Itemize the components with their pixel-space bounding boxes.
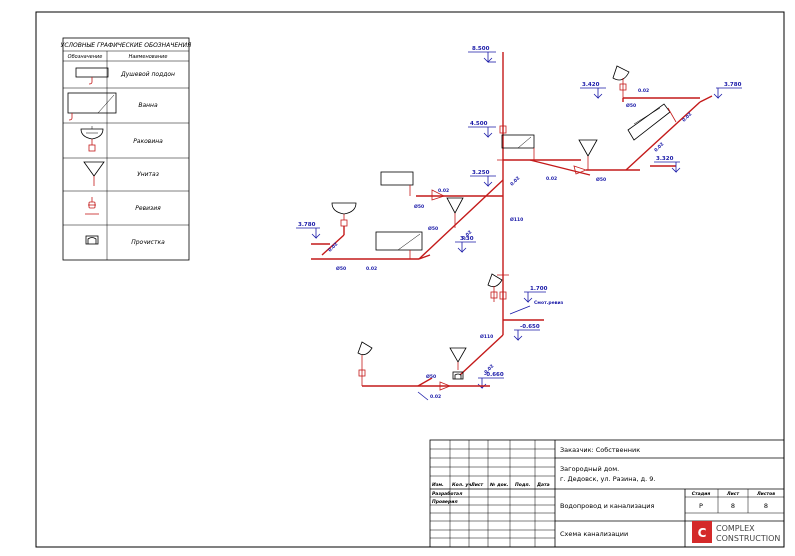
level-mark-left-end: 3.780 [296,222,321,239]
level-top-label: 8.500 [472,46,490,52]
tb-header-izm: Изм. [432,482,444,488]
cleanout-note: Смот.ревиз [534,300,564,306]
level-bath-right-label: 3.320 [656,156,674,162]
cleanout-basement [452,371,464,380]
sink-upper-right [612,65,630,98]
level-lower-revision-label: 1.700 [530,286,548,292]
company-logo-letter: C [698,526,707,540]
tb-customer: Заказчик: Собственник [560,446,640,454]
level-basement-low-label: -0.660 [484,372,504,378]
level-mark-mid: 3.250 [470,170,496,187]
bath-unit-right [627,103,677,141]
toilet-joint-center [431,189,446,201]
sink-basement [357,341,373,386]
company-logo-mark [692,521,712,543]
riser-revision-lower [499,291,507,300]
level-under-wc-label: 3.30 [460,236,474,242]
tb-header-list: Лист [470,482,484,488]
tb-sheet-value: 8 [731,502,735,510]
tb-sheets-value: 8 [764,502,768,510]
tb-stage-value: Р [699,502,703,510]
toilet-basement [449,347,467,370]
slope-toilet-joint: 0.02 [546,176,557,182]
slope-shower-branch: 0.02 [638,88,649,94]
legend-title: УСЛОВНЫЕ ГРАФИЧЕСКИЕ ОБОЗНАЧЕНИЯ [61,42,192,49]
diameter-basement-riser: Ø110 [480,333,493,340]
diameter-basement-left: Ø50 [426,373,436,380]
diameter-wc-branch: Ø50 [428,225,438,232]
legend-col-name: Наименование [129,54,168,60]
sink-lower [487,273,503,302]
title-block: Изм. Кол. уч. Лист № док. Подп. Дата Раз… [429,439,785,548]
slope-basement-left: 0.02 [430,394,441,400]
diameter-left-upper: Ø50 [414,203,424,210]
tb-stage-label: Стадия [692,491,711,497]
tb-object-line2: г. Дедовск, ул. Разина, д. 9. [560,475,655,483]
level-mark-under-wc: 3.30 [455,236,476,253]
tb-role-checked: Проверил [432,499,458,505]
legend-item-cleanout: Прочистка [131,239,165,246]
level-right-end-label: 3.780 [724,82,742,88]
riser-revision-upper [499,125,507,134]
sewage-scheme: 8.500 4.500 [296,46,742,401]
main-riser [497,52,509,335]
legend-table: УСЛОВНЫЕ ГРАФИЧЕСКИЕ ОБОЗНАЧЕНИЯ Обознач… [61,37,192,261]
tb-header-podp: Подп. [515,482,531,488]
tb-role-developed: Разработал [432,490,463,497]
revision-icon [85,197,99,215]
slope-upper-left: 0.02 [438,188,449,194]
diameter-shower-branch: Ø50 [626,102,636,109]
tb-header-data: Дата [536,482,550,488]
tb-header-kol: Кол. уч. [452,482,473,488]
legend-item-shower-tray: Душевой поддон [120,71,175,78]
tb-header-ndok: № док. [489,482,509,488]
level-mark-bath-right: 3.320 [654,156,681,173]
slope-riser-top: 0.02 [509,175,521,187]
bathtub-icon [67,92,117,121]
legend-item-revision: Ревизия [135,205,161,212]
tb-object-line1: Загородный дом. [560,465,619,473]
level-mark-basement-top: -0.650 [513,324,540,341]
shower-tray-icon [75,67,109,85]
bath-unit-left [375,231,423,259]
toilet-icon [83,161,105,186]
level-mark-lower-revision: 1.700 [523,286,548,303]
sink-upper-left [311,202,357,256]
tb-sheet-name: Схема канализации [560,530,628,538]
tb-sheet-label: Лист [726,491,740,497]
slope-left-bottom: 0.02 [366,266,377,272]
slope-left-diag: 0.02 [327,241,339,253]
legend-item-bathtub: Ванна [138,102,158,109]
legend-item-sink: Раковина [133,138,163,145]
legend-col-symbol: Обозначение [68,54,103,60]
sink-icon [80,126,104,152]
diameter-left-bottom: Ø50 [336,265,346,272]
level-left-end-label: 3.780 [298,222,316,228]
bath-unit-upper [501,134,535,160]
cleanout-icon [85,235,99,245]
level-revision-label: 4.500 [470,121,488,127]
bath-unit-upper-left [380,171,414,196]
diameter-riser: Ø110 [510,216,523,223]
level-basement-top-label: -0.650 [520,324,540,330]
company-logo-line2: CONSTRUCTION [716,534,780,543]
level-mark-top: 8.500 [468,46,496,63]
tb-section: Водопровод и канализация [560,502,655,510]
legend-item-toilet: Унитаз [137,171,159,178]
level-mark-revision: 4.500 [468,121,496,138]
level-mid-label: 3.250 [472,170,490,176]
toilet-upper-right [573,139,598,175]
company-logo-line1: COMPLEX [716,524,755,533]
level-mark-right-end: 3.780 [713,82,742,99]
level-mark-shower: 3.420 [580,82,606,99]
tb-sheets-label: Листов [756,491,775,497]
toilet-center [446,197,464,228]
sheet-frame [35,11,785,548]
diameter-toilet-branch: Ø50 [596,176,606,183]
level-shower-label: 3.420 [582,82,600,88]
company-logo: C COMPLEX CONSTRUCTION [692,521,780,543]
